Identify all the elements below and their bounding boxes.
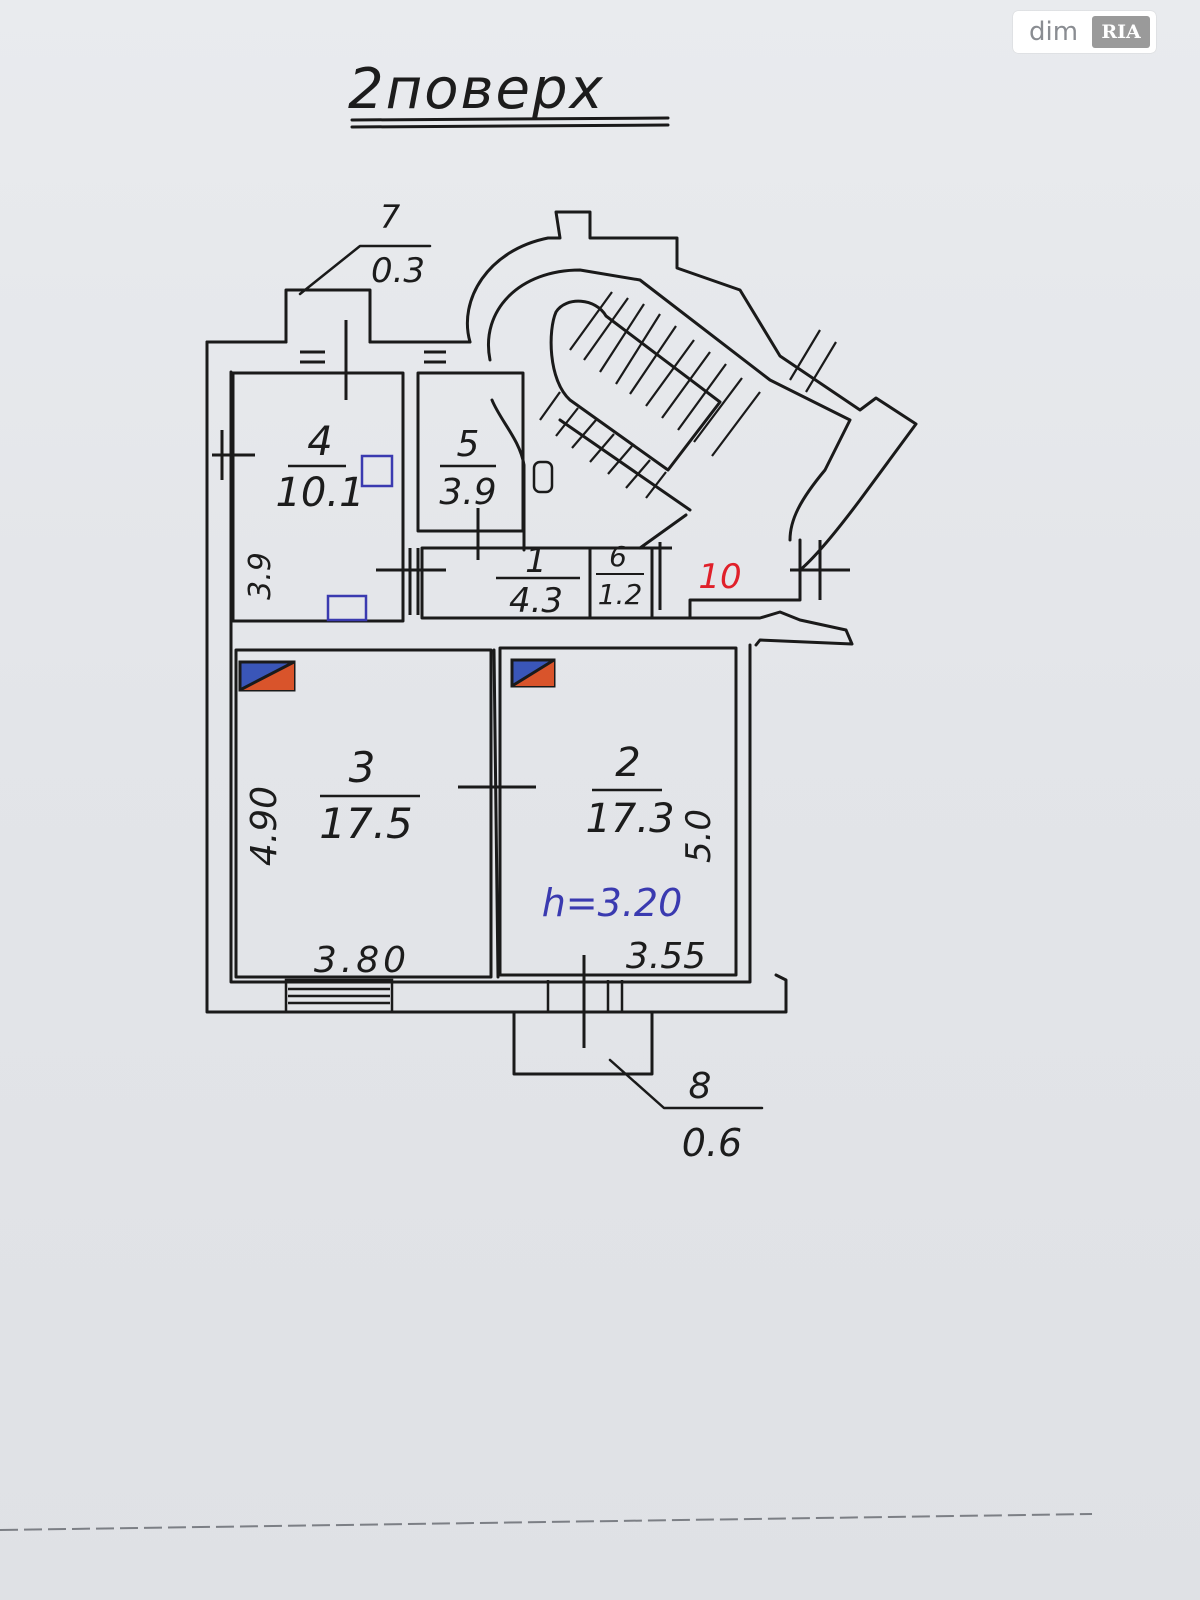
room-4-label: 4 10.1 (275, 419, 364, 516)
room-6-number: 6 (609, 540, 627, 573)
window-room-3 (284, 978, 394, 1014)
room-1-label: 1 4.3 (496, 541, 580, 621)
room-4-number: 4 (307, 419, 332, 465)
room-5-area: 3.9 (439, 472, 496, 513)
plan-title: 2поверх (348, 57, 605, 122)
room-6-area: 1.2 (598, 578, 643, 611)
dim-ria-watermark: dim RIA (1013, 11, 1156, 53)
room-8-label: 8 0.6 (682, 1066, 742, 1165)
room-5-number: 5 (457, 424, 480, 465)
outer-walls (205, 340, 788, 1014)
room-7-number: 7 (380, 198, 401, 236)
dimension-room-3-width: 3.80 (314, 940, 410, 981)
corridor-10-outline (650, 538, 854, 647)
room-1-number: 1 (525, 541, 547, 581)
room-4-outline (231, 371, 405, 623)
leader-7 (298, 244, 432, 296)
room-3-area: 17.5 (319, 799, 413, 848)
room-7-label: 7 0.3 (371, 198, 425, 291)
title-underline-1 (350, 116, 670, 122)
watermark-site: dim (1029, 17, 1079, 47)
ceiling-height: h=3.20 (542, 881, 683, 925)
niche-8 (512, 1010, 654, 1076)
paper-edge-line (0, 1513, 1093, 1531)
room-3-number: 3 (349, 743, 376, 792)
stair-treads (539, 291, 837, 499)
window-room-2 (546, 980, 624, 1012)
leader-8 (608, 1058, 764, 1110)
dimension-room-2-width: 3.55 (626, 936, 706, 977)
room-1-area: 4.3 (509, 581, 563, 621)
dimension-room-2-height: 5.0 (679, 809, 719, 863)
dimension-room-3-height: 4.90 (244, 786, 285, 866)
room-7-area: 0.3 (371, 251, 425, 291)
room-2-number: 2 (615, 740, 640, 786)
room-8-number: 8 (689, 1066, 712, 1107)
title-underline-2 (350, 123, 670, 129)
room-4-area: 10.1 (275, 470, 364, 516)
room-2-label: 2 17.3 (585, 740, 674, 842)
door-ticks (212, 320, 850, 1048)
room-2-area: 17.3 (585, 796, 674, 842)
room-5-outline (416, 371, 525, 533)
room-3-label: 3 17.5 (319, 743, 420, 848)
room-1-outline (420, 546, 654, 620)
stove-icon (326, 594, 368, 622)
room-8-area: 0.6 (682, 1121, 742, 1165)
stove-marker-room-3 (238, 660, 296, 692)
niche-7 (284, 288, 372, 344)
stove-marker-room-2 (510, 658, 556, 688)
room-2-inner-wall (492, 648, 500, 979)
watermark-logo: RIA (1092, 16, 1151, 48)
room-6-label: 6 1.2 (596, 540, 644, 611)
dimension-room-4-height: 3.9 (243, 552, 278, 600)
room-5-label: 5 3.9 (439, 424, 496, 513)
stair-hall (465, 210, 918, 572)
sink-icon (360, 454, 394, 488)
room-3-outline (234, 648, 493, 979)
corridor-10-label: 10 (698, 557, 741, 597)
toilet-icon (532, 460, 554, 494)
